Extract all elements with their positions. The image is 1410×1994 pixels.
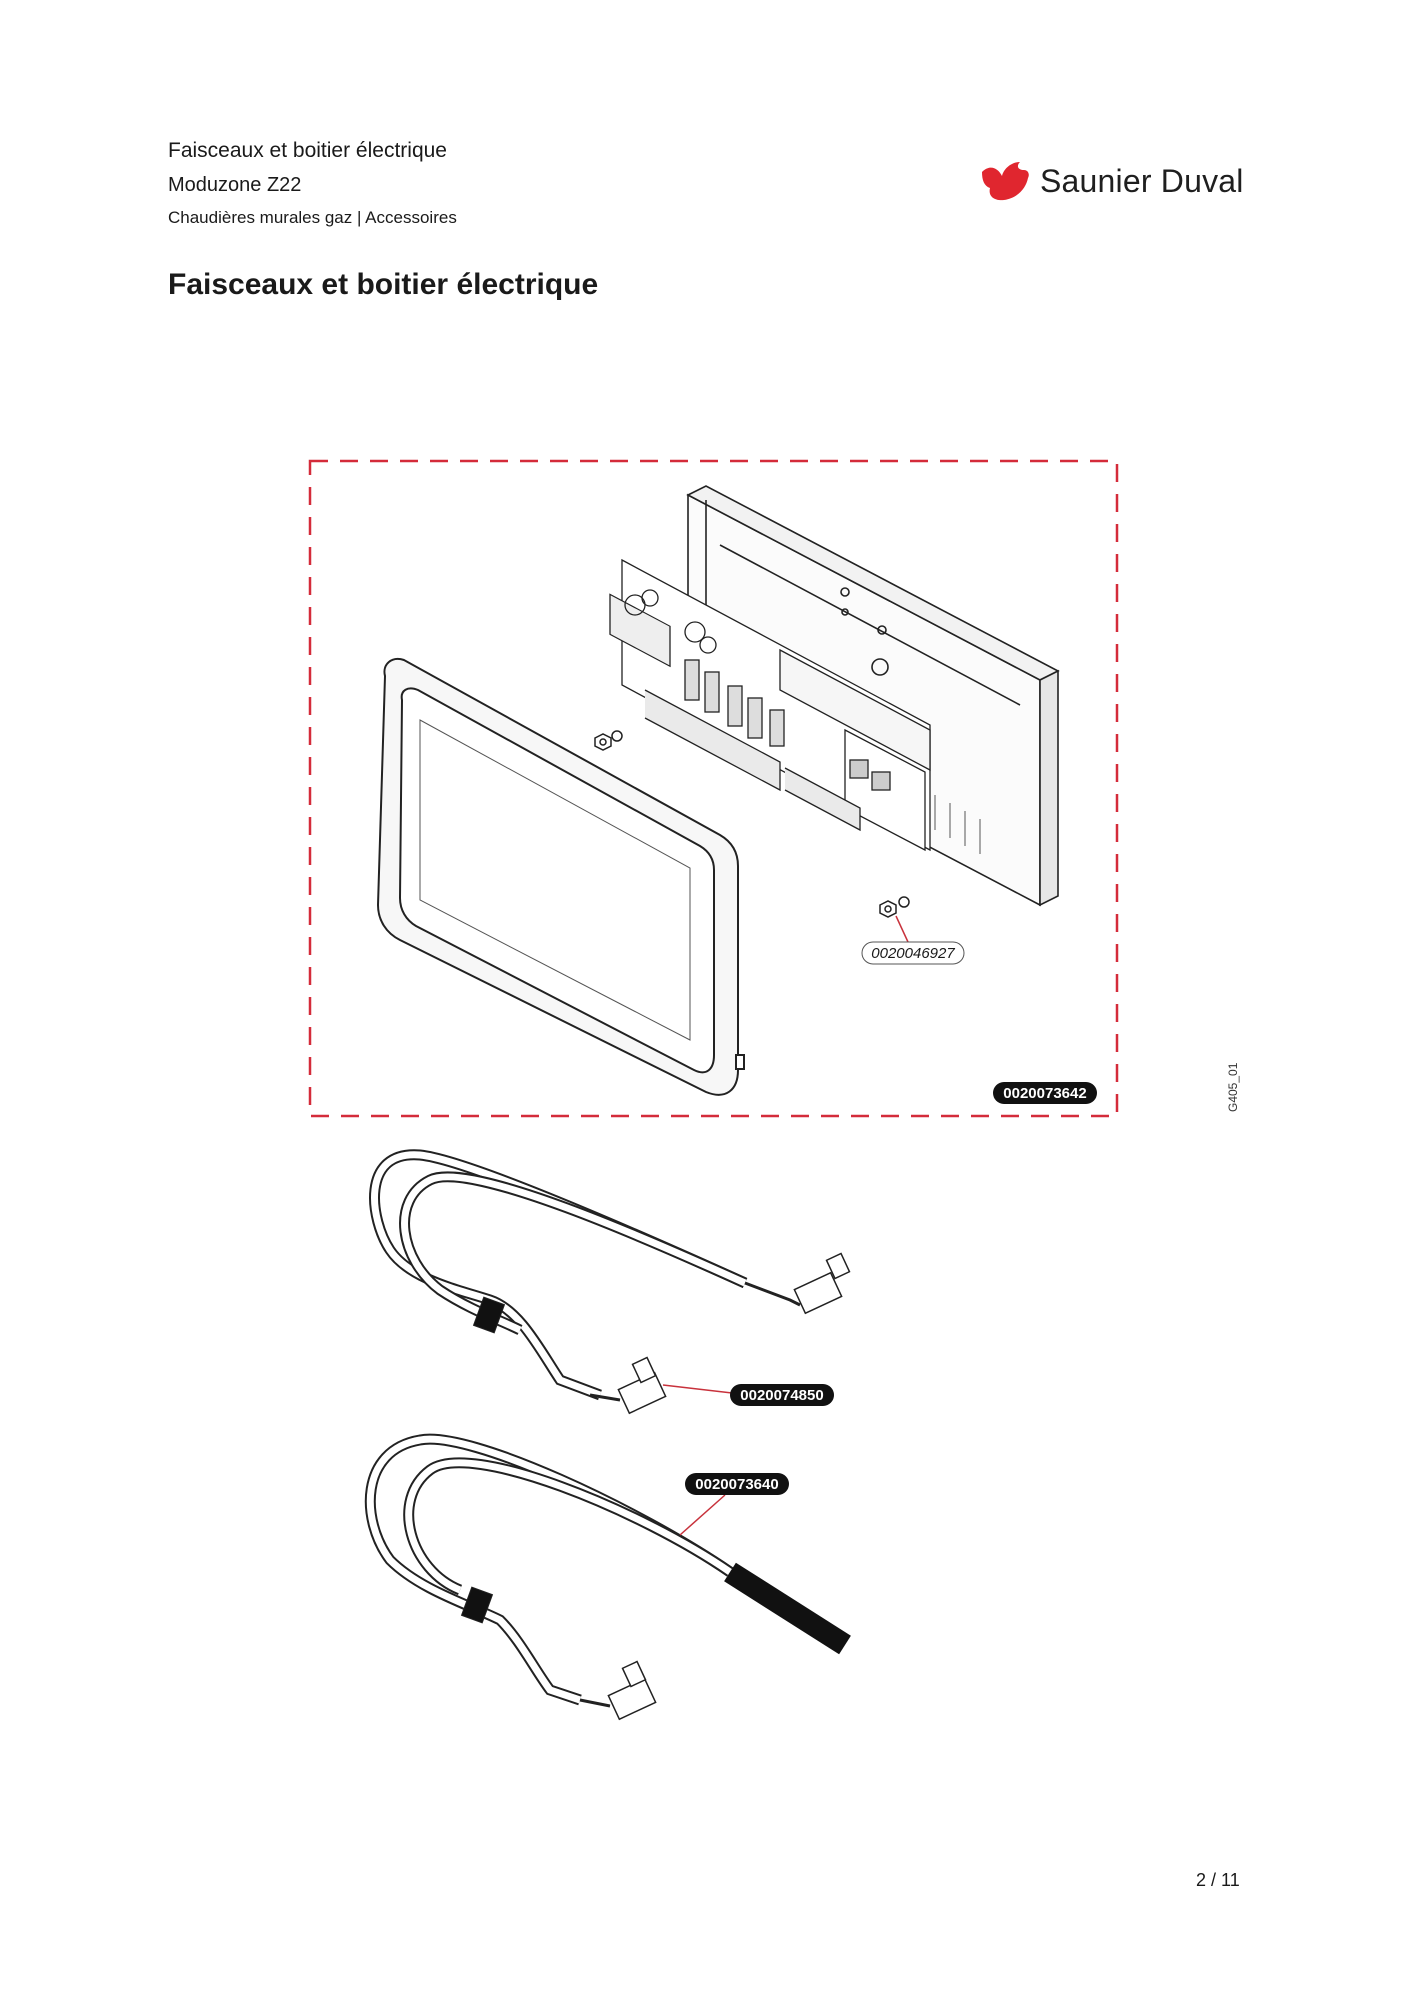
control-box-part-number: 0020073642 (1003, 1085, 1086, 1102)
nut-leader (895, 915, 909, 943)
harness-sensor (364, 1433, 851, 1721)
harness-sensor-part-number: 0020073640 (695, 1476, 778, 1493)
header-section-name: Faisceaux et boitier électrique (168, 139, 447, 162)
brand-name: Saunier Duval (1040, 162, 1244, 199)
harness-connectors-leader (662, 1384, 733, 1394)
front-cover (376, 658, 745, 1096)
document-header: Faisceaux et boitier électrique Moduzone… (168, 134, 457, 234)
kit-boundary (308, 459, 1119, 1118)
circuit-board (609, 558, 981, 854)
header-category: Chaudières murales gaz | Accessoires (168, 208, 457, 227)
figure-reference: G405_01 (1226, 1062, 1240, 1112)
box-pn-badge (993, 1082, 1097, 1104)
brand-logo: Saunier Duval (980, 158, 1244, 204)
harness-connectors-pn-badge (730, 1384, 834, 1406)
page-title: Faisceaux et boitier électrique (168, 268, 599, 301)
harness-connectors (369, 1149, 851, 1415)
harness-connectors-part-number: 0020074850 (740, 1387, 823, 1404)
nut-part-number: 0020046927 (871, 945, 955, 962)
header-product-name: Moduzone Z22 (168, 174, 302, 196)
nut-pn-badge (861, 941, 965, 965)
bird-logo-icon (982, 162, 1029, 201)
harness-sensor-leader (679, 1494, 726, 1536)
nut-parts (594, 730, 910, 918)
page-number: 2 / 11 (1196, 1870, 1240, 1890)
harness-sensor-pn-badge (685, 1473, 789, 1495)
